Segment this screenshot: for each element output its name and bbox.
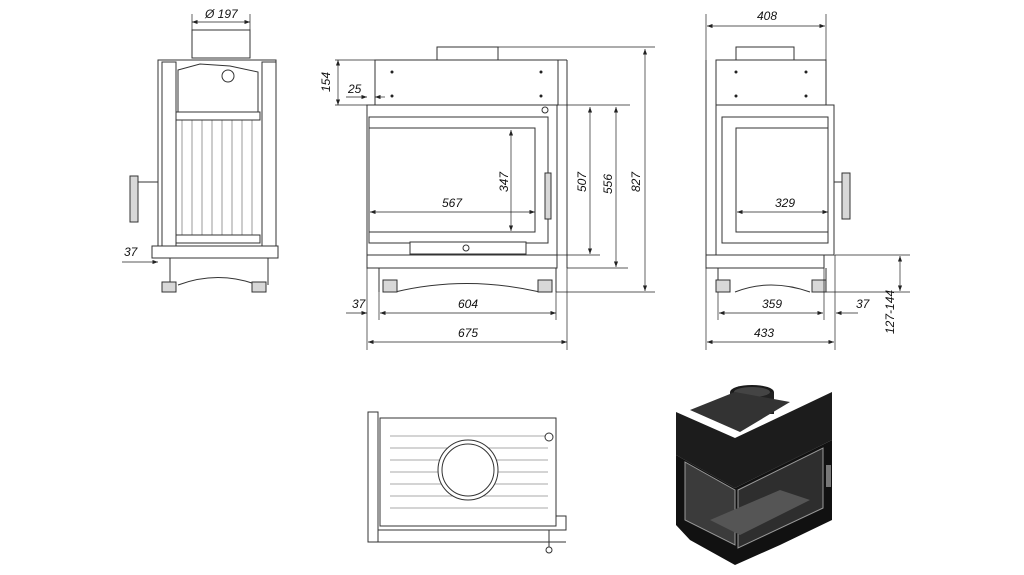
dim-side-offset: 37 xyxy=(124,245,139,259)
dim-door-height: 507 xyxy=(575,171,589,192)
dim-glass-height: 347 xyxy=(497,171,511,192)
dim-top-height: 154 xyxy=(319,72,333,92)
dim-inner-width: 604 xyxy=(458,297,478,311)
dim-right-inner-width: 359 xyxy=(762,297,782,311)
glass-window xyxy=(368,127,536,233)
dim-flue-diameter: Ø 197 xyxy=(204,7,239,21)
fireplace-3d-render xyxy=(676,385,832,565)
right-view: 408 329 359 37 433 127-144 xyxy=(705,9,910,350)
dim-top-width: 408 xyxy=(757,9,777,23)
dim-left-offset: 37 xyxy=(352,297,367,311)
dim-right-total-width: 433 xyxy=(754,326,774,340)
dim-right-glass-width: 329 xyxy=(775,196,795,210)
dim-glass-width: 567 xyxy=(442,196,463,210)
flue-top xyxy=(436,46,499,61)
top-view xyxy=(367,411,567,554)
dim-total-height: 827 xyxy=(629,171,643,192)
flue-outlet xyxy=(437,439,499,501)
dim-top-offset: 25 xyxy=(347,82,362,96)
dim-frame-height: 556 xyxy=(601,174,615,194)
dim-right-offset: 37 xyxy=(856,297,871,311)
door-handle xyxy=(129,175,139,223)
dim-leg-height: 127-144 xyxy=(883,290,897,334)
flue-collar xyxy=(191,29,251,59)
front-view: 154 25 347 567 507 556 827 37 604 675 xyxy=(319,46,655,350)
side-view: Ø 197 37 xyxy=(122,7,279,293)
door-handle xyxy=(544,172,552,220)
door-handle xyxy=(841,172,851,220)
dim-total-width: 675 xyxy=(458,326,478,340)
